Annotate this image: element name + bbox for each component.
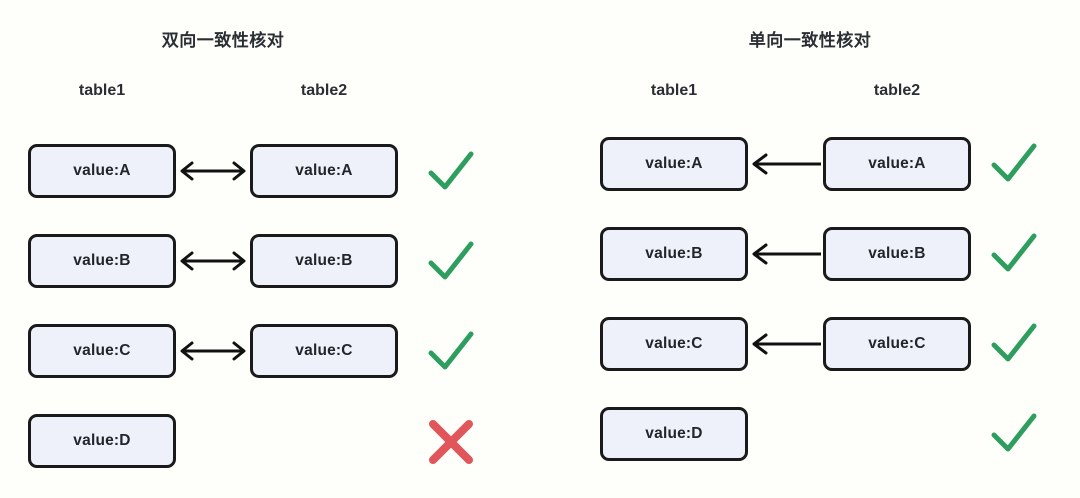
value-box-right-table2-row1[interactable]: value:A — [823, 137, 971, 191]
double-arrow-icon-left-row3 — [180, 341, 246, 361]
value-box-label: value:C — [868, 335, 926, 353]
value-box-left-table2-row3[interactable]: value:C — [250, 324, 398, 378]
check-icon-right-row2 — [991, 233, 1037, 272]
check-icon-left-row2 — [428, 241, 474, 280]
value-box-right-table2-row2[interactable]: value:B — [823, 227, 971, 281]
value-box-label: value:A — [645, 155, 703, 173]
value-box-left-table1-row4[interactable]: value:D — [28, 414, 176, 468]
value-box-left-table2-row1[interactable]: value:A — [250, 144, 398, 198]
column-header-table1-right: table1 — [650, 82, 698, 99]
check-icon-right-row3 — [991, 323, 1037, 362]
double-arrow-icon-left-row1 — [180, 161, 246, 181]
value-box-label: value:C — [73, 342, 131, 360]
value-box-left-table1-row2[interactable]: value:B — [28, 234, 176, 288]
column-header-table2-left: table2 — [300, 82, 348, 99]
value-box-label: value:B — [645, 245, 703, 263]
cross-icon-left-row4 — [429, 420, 473, 464]
value-box-right-table1-row2[interactable]: value:B — [600, 227, 748, 281]
left-arrow-icon-right-row2 — [752, 243, 821, 265]
left-arrow-icon-right-row3 — [752, 333, 821, 355]
value-box-right-table2-row3[interactable]: value:C — [823, 317, 971, 371]
check-icon-right-row1 — [991, 143, 1037, 182]
panel-unidirectional: 单向一致性核对 table1 table2 value:A value:A va… — [540, 0, 1080, 498]
panel-title-bidirectional: 双向一致性核对 — [161, 31, 285, 50]
value-box-left-table1-row3[interactable]: value:C — [28, 324, 176, 378]
value-box-label: value:A — [868, 155, 926, 173]
value-box-label: value:C — [645, 335, 703, 353]
check-icon-right-row4 — [991, 413, 1037, 452]
double-arrow-icon-left-row2 — [180, 251, 246, 271]
value-box-label: value:D — [645, 425, 703, 443]
value-box-right-table1-row3[interactable]: value:C — [600, 317, 748, 371]
value-box-label: value:B — [73, 252, 131, 270]
check-icon-left-row1 — [428, 151, 474, 190]
check-icon-left-row3 — [428, 331, 474, 370]
panel-title-unidirectional: 单向一致性核对 — [748, 31, 872, 50]
value-box-label: value:B — [295, 252, 353, 270]
value-box-right-table1-row1[interactable]: value:A — [600, 137, 748, 191]
value-box-left-table2-row2[interactable]: value:B — [250, 234, 398, 288]
panel-bidirectional: 双向一致性核对 table1 table2 value:A value:A va… — [28, 31, 474, 468]
value-box-right-table1-row4[interactable]: value:D — [600, 407, 748, 461]
column-header-table2-right: table2 — [873, 82, 921, 99]
value-box-left-table1-row1[interactable]: value:A — [28, 144, 176, 198]
column-header-table1-left: table1 — [78, 82, 126, 99]
value-box-label: value:B — [868, 245, 926, 263]
left-arrow-icon-right-row1 — [752, 153, 821, 175]
value-box-label: value:C — [295, 342, 353, 360]
value-box-label: value:D — [73, 432, 131, 450]
value-box-label: value:A — [73, 162, 131, 180]
value-box-label: value:A — [295, 162, 353, 180]
